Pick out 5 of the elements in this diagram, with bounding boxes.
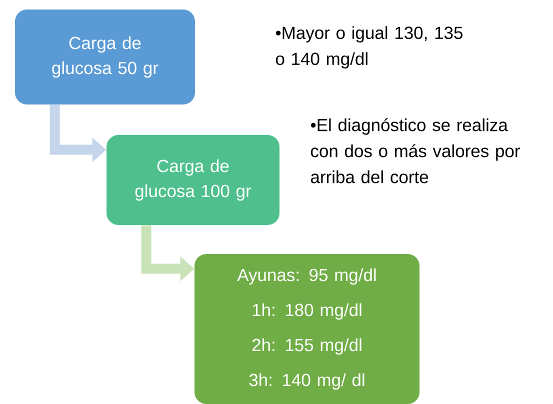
process-box: Carga de glucosa 100 gr bbox=[106, 135, 280, 225]
process-box: Ayunas: 95 mg/dl 1h: 180 mg/dl 2h: 155 mg/dl 3h: 140 mg/ dl bbox=[194, 254, 420, 404]
note-text: •El diagnóstico se realiza con dos o más valores por arriba del corte bbox=[310, 118, 520, 184]
process-box: Carga de glucosa 50 gr bbox=[15, 10, 195, 104]
note-text: •Mayor o igual 130, 135 o 140 mg/dl bbox=[276, 26, 462, 69]
